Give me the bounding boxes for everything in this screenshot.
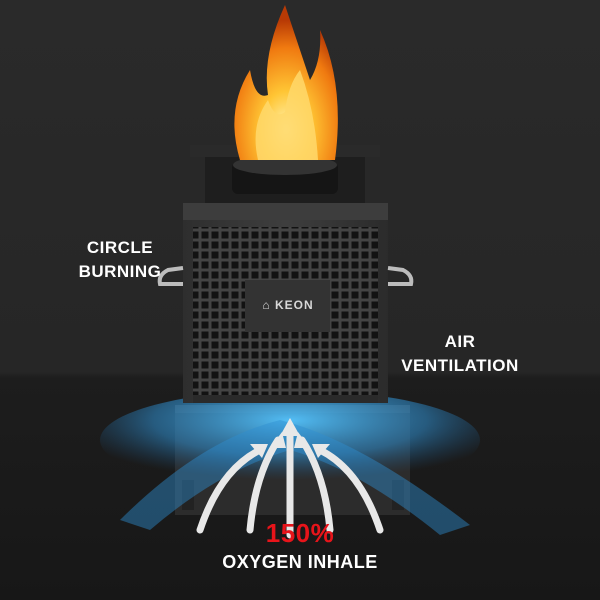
air-ventilation-line1: AIR	[444, 332, 476, 351]
circle-burning-label: CIRCLE BURNING	[70, 236, 170, 284]
circle-burning-line1: CIRCLE	[86, 238, 154, 257]
circle-burning-line2: BURNING	[78, 262, 162, 281]
brand-badge: ⌂ KEON	[258, 298, 318, 312]
air-ventilation-line2: VENTILATION	[401, 356, 519, 375]
side-handles	[157, 266, 414, 286]
brand-logo-icon: ⌂	[262, 298, 271, 312]
brand-name: KEON	[274, 298, 314, 312]
oxygen-percent: 150%	[265, 518, 335, 548]
stove-body	[183, 203, 388, 403]
flame	[234, 5, 338, 160]
arrow-heads	[250, 418, 330, 458]
oxygen-inhale-label: OXYGEN INHALE	[222, 552, 378, 572]
air-ventilation-label: AIR VENTILATION	[395, 330, 525, 378]
